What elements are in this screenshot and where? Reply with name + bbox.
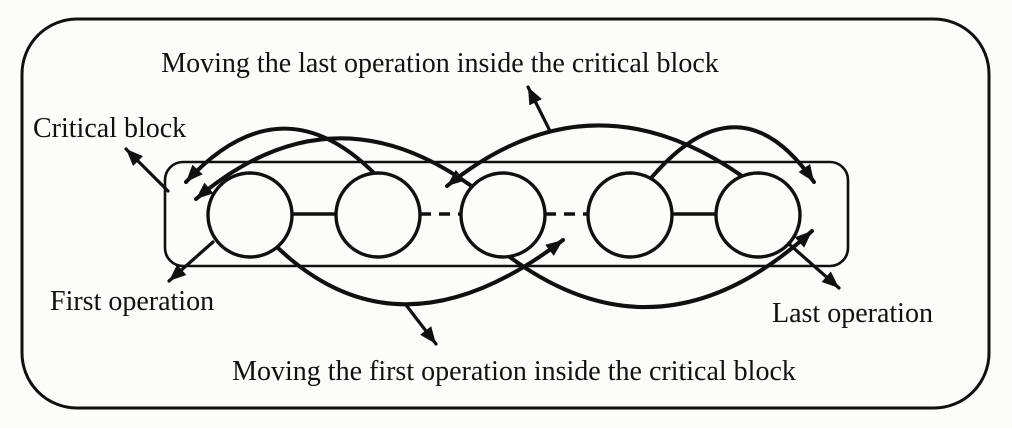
- critical-block-box: [163, 160, 850, 268]
- first-operation-label: First operation: [50, 286, 214, 317]
- operation-nodes-layer: [206, 171, 802, 259]
- move-arcs-layer: [184, 123, 816, 310]
- pointer-top-caption-arrowhead: [528, 87, 542, 106]
- arc-op4-to-end: [650, 125, 816, 184]
- pointer-arrows-layer: [124, 85, 841, 346]
- arc-op2-to-front: [184, 126, 376, 184]
- arc-first-to-middle: [275, 238, 565, 307]
- pointer-critical-block-arrowhead: [126, 149, 143, 166]
- operation-node-3: [459, 171, 547, 259]
- pointer-first-operation-arrowhead: [169, 264, 187, 281]
- arc-op3-to-front: [194, 136, 472, 201]
- arc-op4-to-end-arrowhead: [798, 164, 814, 182]
- arc-op3-to-front-arrowhead: [196, 182, 214, 199]
- arc-last-to-middle: [445, 123, 744, 188]
- arc-first-to-middle-arrowhead: [545, 240, 563, 256]
- critical-block-label: Critical block: [33, 113, 186, 144]
- operation-node-1: [206, 171, 294, 259]
- outer-border: [20, 17, 991, 410]
- operation-node-2: [334, 171, 422, 259]
- arc-op3-to-end: [505, 229, 814, 310]
- arc-last-to-middle-arrowhead: [447, 169, 465, 186]
- operation-node-5: [714, 171, 802, 259]
- pointer-bottom-caption-arrowhead: [420, 326, 436, 344]
- top-caption: Moving the last operation inside the cri…: [161, 48, 719, 79]
- pointer-last-operation-arrowhead: [821, 271, 839, 288]
- arc-op2-to-front-arrowhead: [186, 164, 203, 182]
- last-operation-label: Last operation: [772, 298, 933, 329]
- frame-layer: [20, 17, 991, 410]
- bottom-caption: Moving the first operation inside the cr…: [232, 356, 796, 387]
- operation-node-4: [586, 171, 674, 259]
- arc-op3-to-end-arrowhead: [794, 231, 812, 248]
